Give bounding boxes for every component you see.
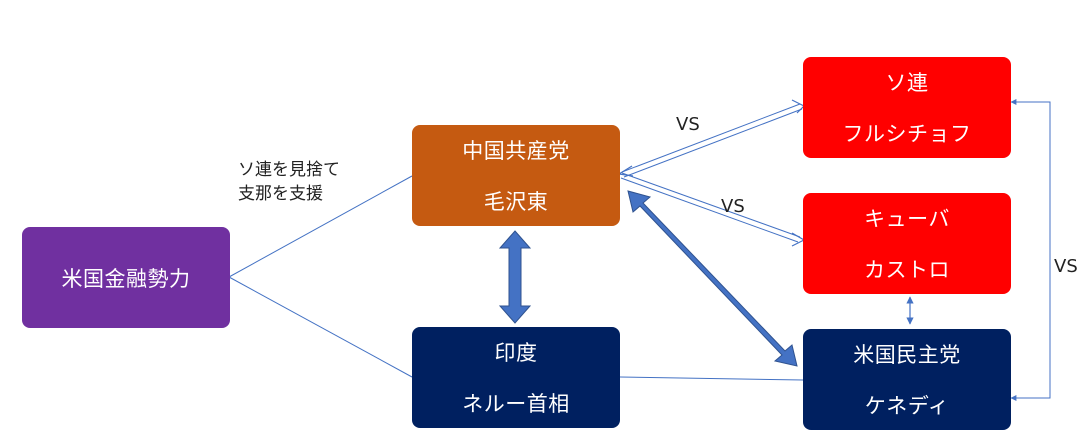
node-ussr-line2: フルシチョフ [842, 121, 972, 146]
vs-arrow-ccp-ussr-b [623, 108, 803, 178]
node-ccp-line2: 毛沢東 [483, 189, 549, 214]
node-us-dem: 米国民主党 ケネディ [803, 329, 1011, 430]
node-cuba-line2: カストロ [864, 257, 950, 282]
thick-arrow-ccp-usdem [627, 190, 798, 367]
thick-arrow-ccp-india [498, 230, 532, 324]
connector-finance-ccp [228, 175, 413, 278]
vs-arrow-ccp-cuba-b [620, 177, 799, 243]
node-india: 印度 ネルー首相 [412, 327, 620, 428]
node-ccp: 中国共産党 毛沢東 [412, 125, 620, 226]
label-vs-ussr: VS [676, 114, 700, 135]
node-cuba-line1: キューバ [864, 207, 950, 232]
connector-india-usdem [619, 376, 804, 381]
label-abandon-ussr: ソ連を見捨て 支那を支援 [238, 158, 340, 206]
vs-bracket-ussr-usdem [1010, 99, 1051, 401]
connector-finance-india [228, 276, 413, 378]
node-us-finance: 米国金融勢力 [22, 227, 230, 328]
node-us-dem-line1: 米国民主党 [853, 343, 961, 368]
vs-arrow-ccp-ussr-a [621, 103, 801, 173]
node-us-dem-line2: ケネディ [864, 393, 950, 418]
node-us-finance-label: 米国金融勢力 [61, 266, 191, 291]
label-vs-cuba: VS [721, 196, 745, 217]
node-ussr-line1: ソ連 [885, 71, 929, 96]
vs-arrow-ccp-cuba-a [621, 172, 801, 238]
node-ussr: ソ連 フルシチョフ [803, 57, 1011, 158]
label-abandon-line2: 支那を支援 [238, 184, 323, 204]
label-vs-right: VS [1054, 256, 1078, 277]
node-india-line2: ネルー首相 [462, 391, 570, 416]
node-india-line1: 印度 [494, 341, 538, 366]
node-cuba: キューバ カストロ [803, 193, 1011, 294]
label-abandon-line1: ソ連を見捨て [238, 160, 340, 180]
node-ccp-line1: 中国共産党 [462, 139, 570, 164]
